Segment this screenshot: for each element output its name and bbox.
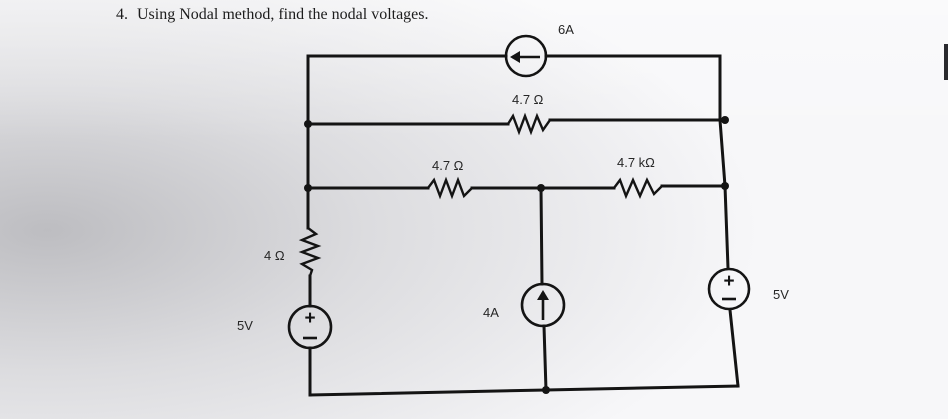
node-dot <box>304 184 312 192</box>
resistor-left <box>298 227 322 277</box>
resistor-top <box>506 112 551 136</box>
circuit-diagram: + + 6A 4.7 Ω 4.7 Ω 4.7 kΩ 4 Ω 5V 4A 5V <box>237 22 789 397</box>
label-current-mid: 4A <box>483 305 499 320</box>
current-source-4a <box>520 282 566 328</box>
label-r-left: 4 Ω <box>264 248 285 263</box>
current-source-6a <box>504 34 548 78</box>
question-heading: 4. Using Nodal method, find the nodal vol… <box>116 6 429 24</box>
node-dot <box>542 386 550 394</box>
voltage-source-left: + <box>287 304 333 350</box>
wire-middle-vertical <box>539 186 548 392</box>
voltage-source-right: + <box>707 267 751 311</box>
question-number: 4. <box>116 6 128 23</box>
label-r-top: 4.7 Ω <box>512 92 544 107</box>
label-r-mid-left: 4.7 Ω <box>432 158 464 173</box>
label-r-mid-right: 4.7 kΩ <box>617 155 655 170</box>
node-dot <box>721 116 729 124</box>
node-dot <box>721 182 729 190</box>
wire-top <box>306 54 722 122</box>
node-dot <box>537 184 545 192</box>
photo-edge-shadow <box>944 44 948 80</box>
resistor-mid-right <box>613 177 663 200</box>
wire-second-branch <box>306 118 727 126</box>
label-current-top: 6A <box>558 22 574 37</box>
label-v-right: 5V <box>773 287 789 302</box>
plus-sign-right: + <box>723 271 734 292</box>
plus-sign-left: + <box>304 308 315 329</box>
resistor-mid-left <box>427 176 473 200</box>
label-v-left: 5V <box>237 318 253 333</box>
question-text: Using Nodal method, find the nodal volta… <box>137 6 429 23</box>
node-dot <box>304 120 312 128</box>
